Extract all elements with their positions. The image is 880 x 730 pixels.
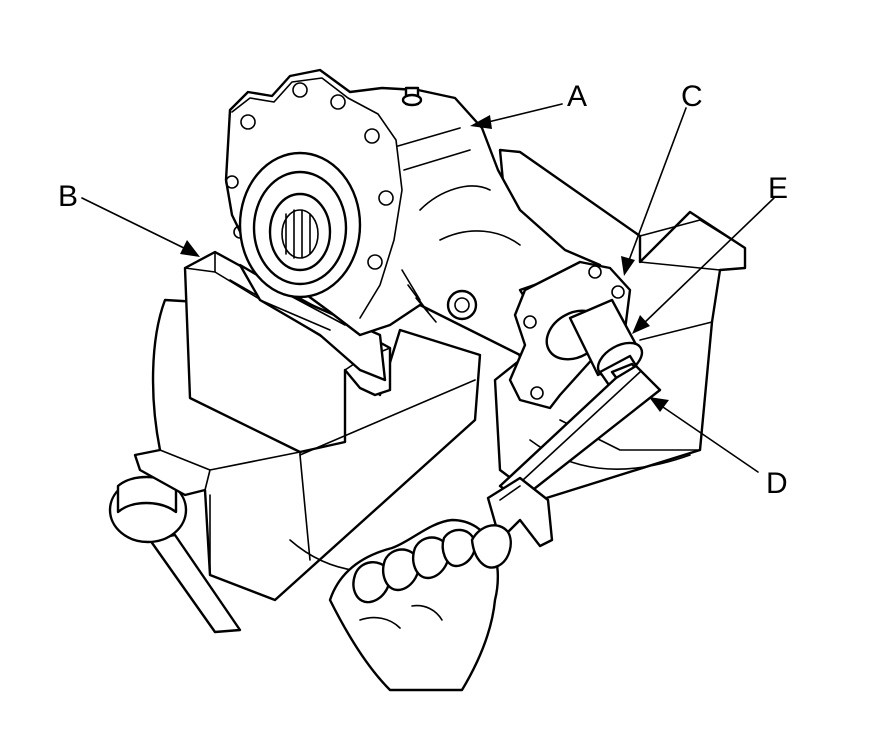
leader-line-c bbox=[627, 107, 687, 264]
arrowhead-e bbox=[632, 315, 650, 334]
arrowhead-b bbox=[180, 240, 200, 257]
callout-a: A bbox=[567, 80, 587, 113]
callout-c: C bbox=[681, 80, 703, 113]
callout-e: E bbox=[768, 172, 788, 205]
leader-line-a bbox=[483, 103, 563, 124]
arrowhead-a bbox=[470, 115, 492, 129]
callout-d: D bbox=[766, 467, 788, 500]
leader-line-e bbox=[641, 197, 775, 326]
hand bbox=[328, 518, 512, 692]
arrowhead-d bbox=[649, 397, 669, 412]
callout-b: B bbox=[58, 180, 78, 213]
vise-handle bbox=[108, 475, 242, 634]
arrowhead-c bbox=[621, 256, 635, 276]
leader-line-b bbox=[81, 197, 189, 251]
wrench bbox=[486, 364, 662, 548]
leader-arrows bbox=[81, 103, 775, 473]
leader-line-d bbox=[659, 404, 759, 473]
